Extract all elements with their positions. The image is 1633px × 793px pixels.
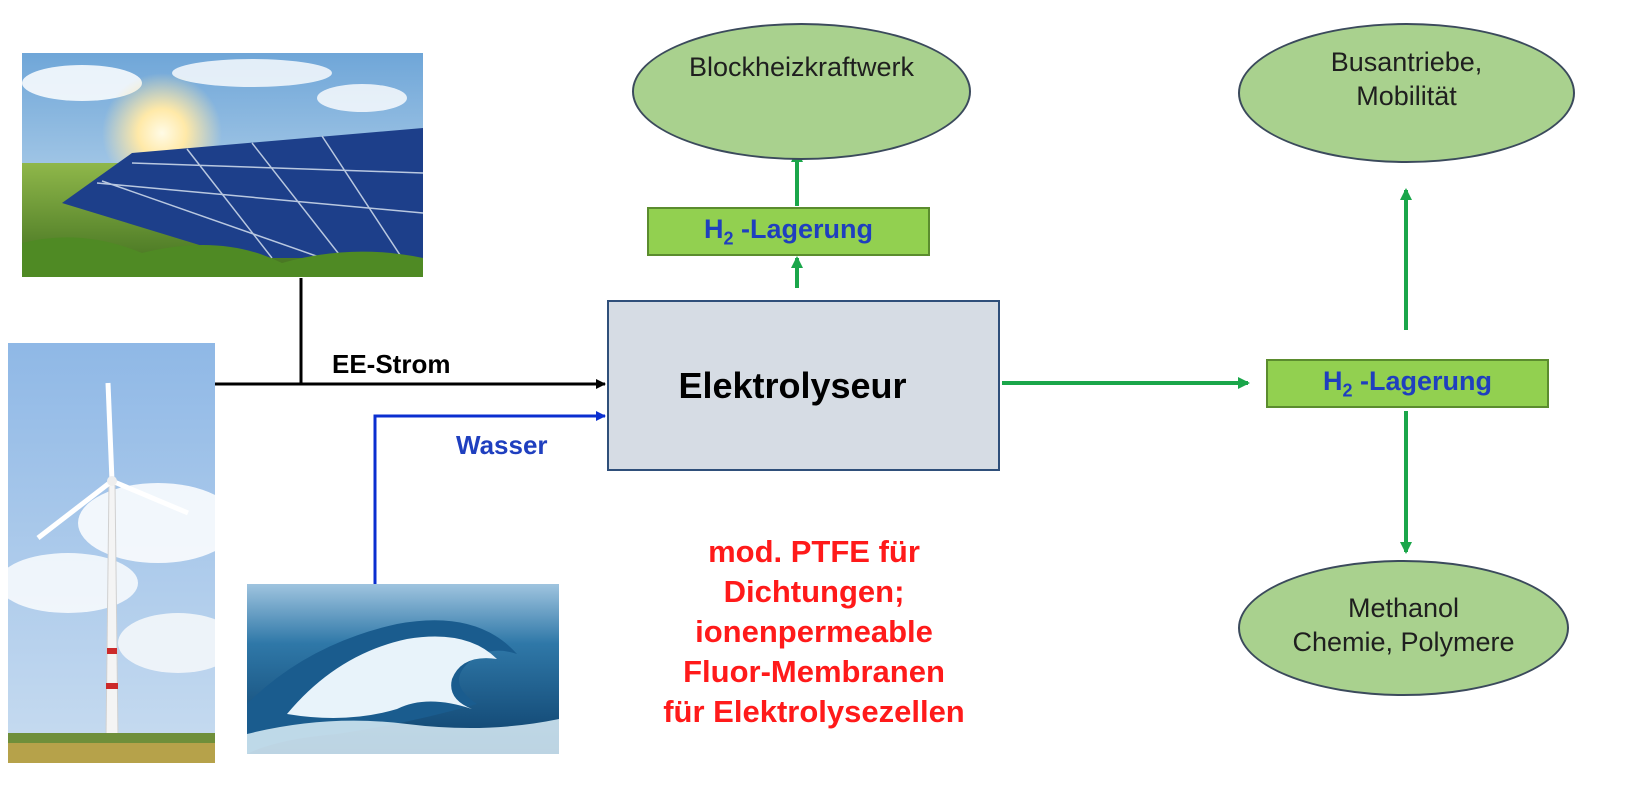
storage-top-label: H2 -Lagerung — [703, 213, 874, 249]
storage-top-box: H2 -Lagerung — [647, 207, 930, 256]
materials-note: mod. PTFE für Dichtungen; ionenpermeable… — [663, 534, 965, 729]
electrolyzer-label: Elektrolyseur — [678, 364, 907, 406]
water-label: Wasser — [456, 430, 548, 460]
mobility-node: Busantriebe, Mobilität — [1238, 23, 1575, 163]
ocean-wave-photo — [247, 584, 559, 754]
storage-right-label: H2 -Lagerung — [1322, 365, 1493, 401]
storage-right-box: H2 -Lagerung — [1266, 359, 1549, 408]
electrolyzer-box: Elektrolyseur — [607, 300, 1000, 471]
chp-plant-label: Blockheizkraftwerk — [688, 52, 915, 82]
chemistry-label: Methanol Chemie, Polymere — [1292, 593, 1515, 657]
chp-plant-node: Blockheizkraftwerk — [632, 23, 971, 160]
wind-turbine-photo — [8, 343, 215, 763]
chemistry-node: Methanol Chemie, Polymere — [1238, 560, 1569, 696]
solar-panels-photo — [22, 53, 423, 277]
mobility-label: Busantriebe, Mobilität — [1330, 47, 1483, 111]
power-label: EE-Strom — [332, 349, 451, 379]
water-arrow — [373, 411, 606, 584]
